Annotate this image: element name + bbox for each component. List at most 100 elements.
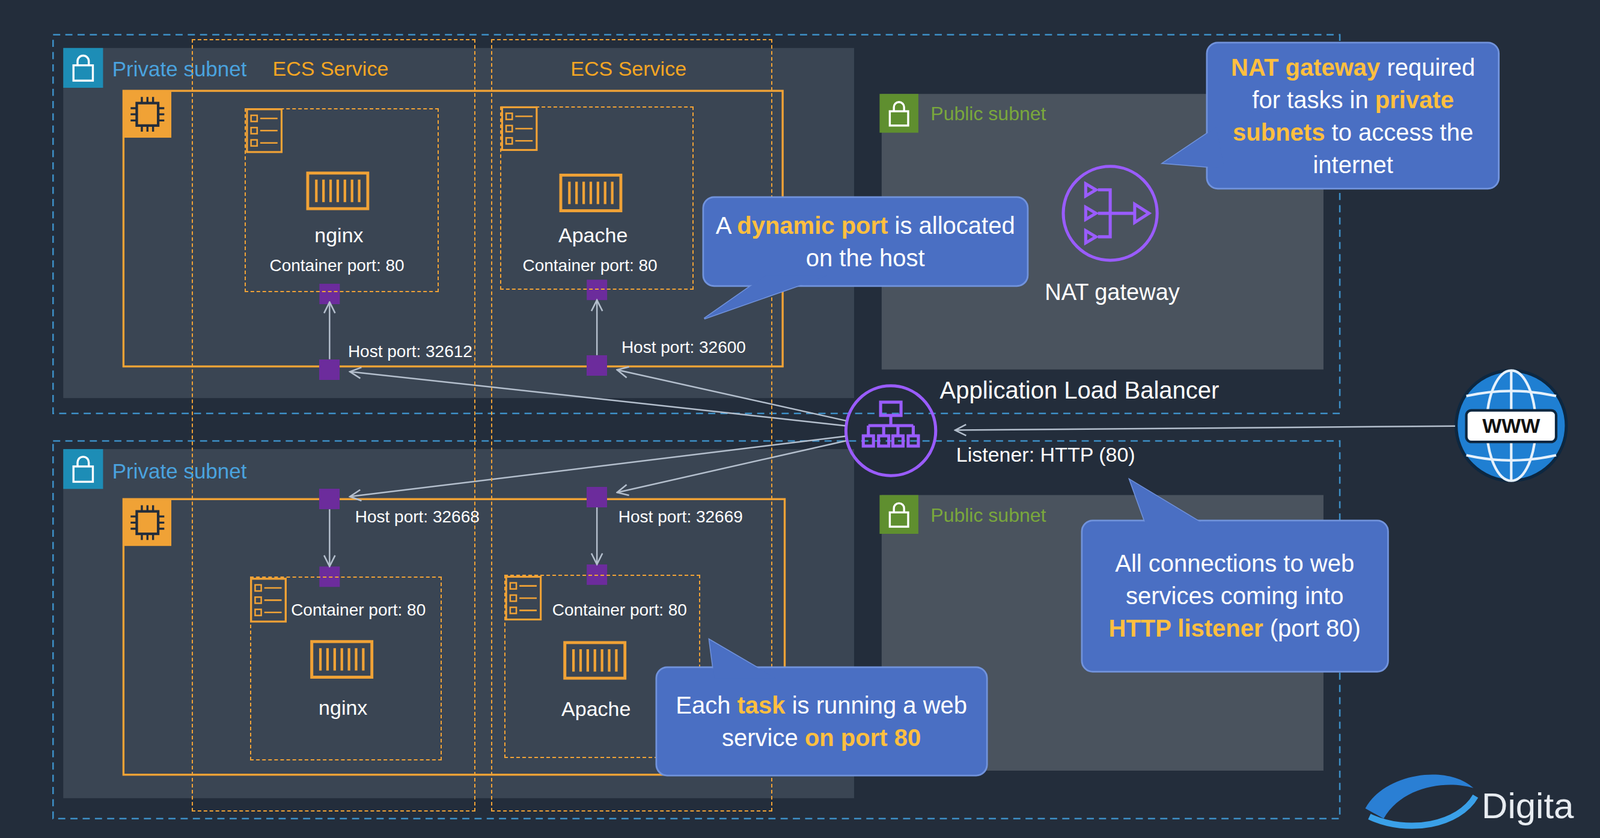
- callout-text: (port 80): [1270, 614, 1361, 642]
- ec2-chip-icon: [123, 498, 172, 546]
- callout-shape: [656, 667, 987, 776]
- ec2-chip-icon: [123, 90, 172, 138]
- callout-text: HTTP listener: [1108, 614, 1264, 642]
- public-subnet-label: Public subnet: [930, 102, 1046, 126]
- ecs-service-group-label: ECS Service: [570, 57, 687, 81]
- callout-tail: [1163, 127, 1225, 169]
- connector-arrow: [349, 371, 846, 426]
- public-subnet-label: Public subnet: [930, 504, 1046, 527]
- private-subnet-lock-icon: [63, 448, 103, 489]
- public-subnet-lock-icon: [879, 93, 919, 133]
- callout-shape: [703, 197, 1028, 287]
- callout-tail-fill: [703, 275, 827, 318]
- container-icon: [560, 174, 621, 211]
- host-port: Host port: 32612: [319, 359, 340, 380]
- callout-tail-fill: [1129, 479, 1215, 531]
- container-port-square: [319, 283, 340, 305]
- nat-gateway-icon: [1063, 166, 1158, 261]
- load-balancer: Application Load BalancerListener: HTTP …: [845, 384, 938, 477]
- availability-zone-outline: [52, 34, 1340, 819]
- ecs-task-box-label: Apache: [558, 223, 628, 248]
- connector-arrow: [328, 509, 331, 567]
- internet-globe-icon: [1456, 370, 1567, 481]
- callout-text: dynamic port: [736, 212, 888, 239]
- nat-gateway-icon: [1134, 204, 1150, 223]
- ecs-task-box: Container port: 80nginx: [250, 576, 442, 761]
- private-subnet-lock-icon: [63, 48, 103, 88]
- ecs-task-box-label: Container port: 80: [269, 256, 404, 276]
- task-definition-icon: [247, 106, 541, 622]
- ecs-task-box-label: Container port: 80: [552, 600, 688, 620]
- internet-globe: WWW: [1455, 369, 1568, 483]
- ec2-host-box: [123, 90, 783, 367]
- load-balancer-icon: [845, 385, 936, 476]
- callout-text: All connections to web services coming i…: [1092, 546, 1378, 645]
- load-balancer-icon: [845, 385, 936, 476]
- callout-fill: [656, 668, 986, 775]
- nat-gateway-label: NAT gateway: [1044, 279, 1180, 306]
- callout-bubble: NAT gateway required for tasks in privat…: [1206, 42, 1500, 189]
- callout-tail: [709, 639, 776, 679]
- callout-tail-fill: [709, 639, 776, 679]
- private-subnet-label: Private subnet: [112, 57, 248, 82]
- load-balancer-label: Application Load Balancer: [940, 376, 1220, 404]
- host-port: Host port: 32669: [586, 486, 608, 508]
- private-subnet-lock-icon: [73, 466, 93, 482]
- container-icon: [307, 173, 368, 209]
- callout-bubble: A dynamic port is allocated on the host: [703, 197, 1028, 287]
- container-port-square: [319, 279, 608, 587]
- callout-text: NAT gateway required for tasks in privat…: [1217, 51, 1489, 181]
- private-subnet-label: Private subnet: [112, 459, 248, 484]
- host-port: Host port: 32600: [586, 355, 608, 376]
- private-subnet-lock-icon: [63, 48, 103, 490]
- private-subnet-lock-icon: [73, 65, 93, 81]
- availability-zone-outline: [52, 34, 1340, 414]
- brand-logo: [1369, 795, 1476, 826]
- load-balancer-icon: [892, 435, 903, 446]
- load-balancer-icon: [863, 435, 874, 446]
- public-subnet-lock-icon: [893, 102, 904, 112]
- callout-text: NAT gateway: [1230, 54, 1381, 81]
- callout-outline: [656, 667, 987, 776]
- callout-fill: [703, 197, 1027, 285]
- ecs-task-box: ApacheContainer port: 80: [500, 106, 695, 291]
- callout-text: Each task is running a web service on po…: [667, 688, 977, 754]
- callout-text: to access the internet: [1312, 119, 1474, 178]
- load-balancer-icon: [868, 415, 914, 436]
- callout-fill: [1082, 521, 1387, 671]
- internet-globe-icon: [1466, 390, 1557, 460]
- container-icon: [564, 642, 626, 678]
- callout-bubble: Each task is running a web service on po…: [656, 667, 987, 776]
- nat-gateway-icon: [1098, 189, 1135, 237]
- host-port: Host port: 32668: [319, 488, 340, 510]
- load-balancer-icon: [908, 435, 919, 446]
- host-port-label: Host port: 32668: [355, 507, 480, 527]
- container-icon: [311, 641, 373, 677]
- host-port-label: Host port: 32669: [618, 507, 743, 527]
- public-subnet-lock-icon: [889, 512, 909, 527]
- container-port-square: [586, 279, 608, 300]
- private-subnet-lock-icon: [77, 456, 89, 467]
- ecs-task-box-label: nginx: [318, 696, 368, 720]
- public-subnet-lock-icon: [889, 111, 909, 126]
- ecs-task-box: nginxContainer port: 80: [244, 108, 439, 293]
- private-subnet-lock-icon: [77, 55, 89, 66]
- load-balancer-icon: [878, 435, 889, 446]
- callout-text: A dynamic port is allocated on the host: [714, 209, 1017, 275]
- callout-text: A: [715, 212, 731, 239]
- public-subnet-lock-icon: [879, 93, 919, 534]
- callout-fill: [1208, 43, 1499, 189]
- callout-text: task: [737, 691, 786, 719]
- callout-text: on port 80: [804, 724, 921, 751]
- callout-bubble: All connections to web services coming i…: [1081, 520, 1388, 672]
- availability-zone-outline: [52, 441, 1340, 819]
- connector-arrow: [955, 426, 1456, 431]
- task-definition-icon: [506, 576, 541, 620]
- brand-logo: [1365, 774, 1476, 826]
- callout-outline: [703, 197, 1028, 287]
- ecs-service-group: ECS Service: [191, 39, 476, 812]
- ecs-task-box-label: nginx: [314, 223, 364, 248]
